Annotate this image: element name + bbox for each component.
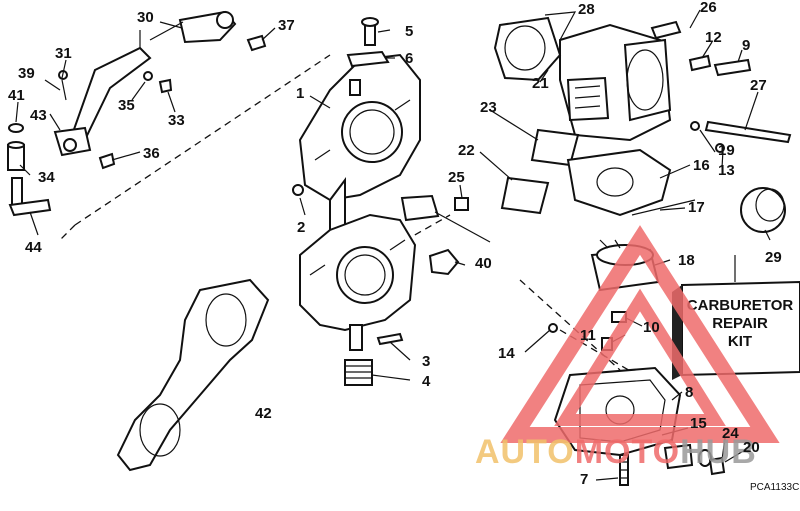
callout-40: 42 [255, 405, 272, 422]
callout-26: 27 [750, 77, 767, 94]
watermark-triangle [500, 225, 780, 443]
callout-23: 23 [480, 99, 497, 116]
callout-33: 33 [168, 112, 185, 129]
callout-14: 14 [498, 345, 515, 362]
callout-16: 16 [693, 157, 710, 174]
callout-35-mid: 36 [143, 145, 160, 162]
callout-37: 40 [475, 255, 492, 272]
callout-5: 5 [405, 23, 413, 40]
carburetor-body [298, 53, 421, 351]
callout-21: 21 [532, 75, 549, 92]
callout-20: 20 [743, 439, 760, 456]
callout-8: 8 [685, 384, 693, 401]
callout-17: 17 [688, 199, 705, 216]
small-screws-left [7, 34, 267, 217]
kit-label-line-3: KIT [728, 333, 752, 350]
callout-43: 44 [25, 239, 42, 256]
mounting-gasket [116, 278, 270, 472]
callout-9: 9 [742, 37, 750, 54]
kit-label-line-1: CARBURETOR [687, 297, 794, 314]
callout-labels: 30 37 31 39 41 43 35 33 36 34 44 1 2 5 6… [8, 0, 782, 488]
plates-and-gaskets [500, 128, 696, 217]
callout-11: 11 [580, 327, 596, 344]
callout-29: 29 [765, 249, 782, 266]
callout-39: 41 [8, 87, 25, 104]
callout-31: 30 [137, 9, 154, 26]
callout-22: 22 [458, 142, 475, 159]
air-intake-housing [493, 16, 672, 142]
gasket-ring [740, 187, 786, 233]
intake-hardware [650, 20, 792, 153]
callout-18: 18 [678, 252, 695, 269]
callout-6: 6 [405, 50, 413, 67]
body-hardware [292, 17, 469, 386]
callout-36: 39 [18, 65, 35, 82]
callout-19: 19 [718, 142, 735, 159]
callout-42: 43 [30, 107, 47, 124]
callout-15: 15 [690, 415, 707, 432]
callout-35-top: 37 [278, 17, 295, 34]
kit-label-line-2: REPAIR [712, 315, 768, 332]
callout-30: 34 [38, 169, 55, 186]
callout-10: 10 [643, 319, 660, 336]
callout-4: 4 [422, 373, 431, 390]
callout-32: 31 [55, 45, 72, 62]
callout-28: 28 [578, 1, 595, 18]
callout-34: 35 [118, 97, 135, 114]
throttle-linkage [53, 10, 237, 157]
callout-24: 25 [448, 169, 465, 186]
callout-7: 7 [580, 471, 588, 488]
callout-12: 12 [705, 29, 722, 46]
drain-hardware [663, 443, 726, 476]
leader-lines [15, 9, 771, 481]
callout-3: 3 [422, 353, 430, 370]
callout-27: 24 [722, 425, 739, 442]
callout-25: 26 [700, 0, 717, 16]
callout-13: 13 [718, 162, 735, 179]
diagram-code: PCA1133C [750, 482, 799, 493]
watermark-text: AUTOMOTOHUB [475, 433, 757, 471]
callout-2: 2 [297, 219, 305, 236]
callout-1: 1 [296, 85, 304, 102]
